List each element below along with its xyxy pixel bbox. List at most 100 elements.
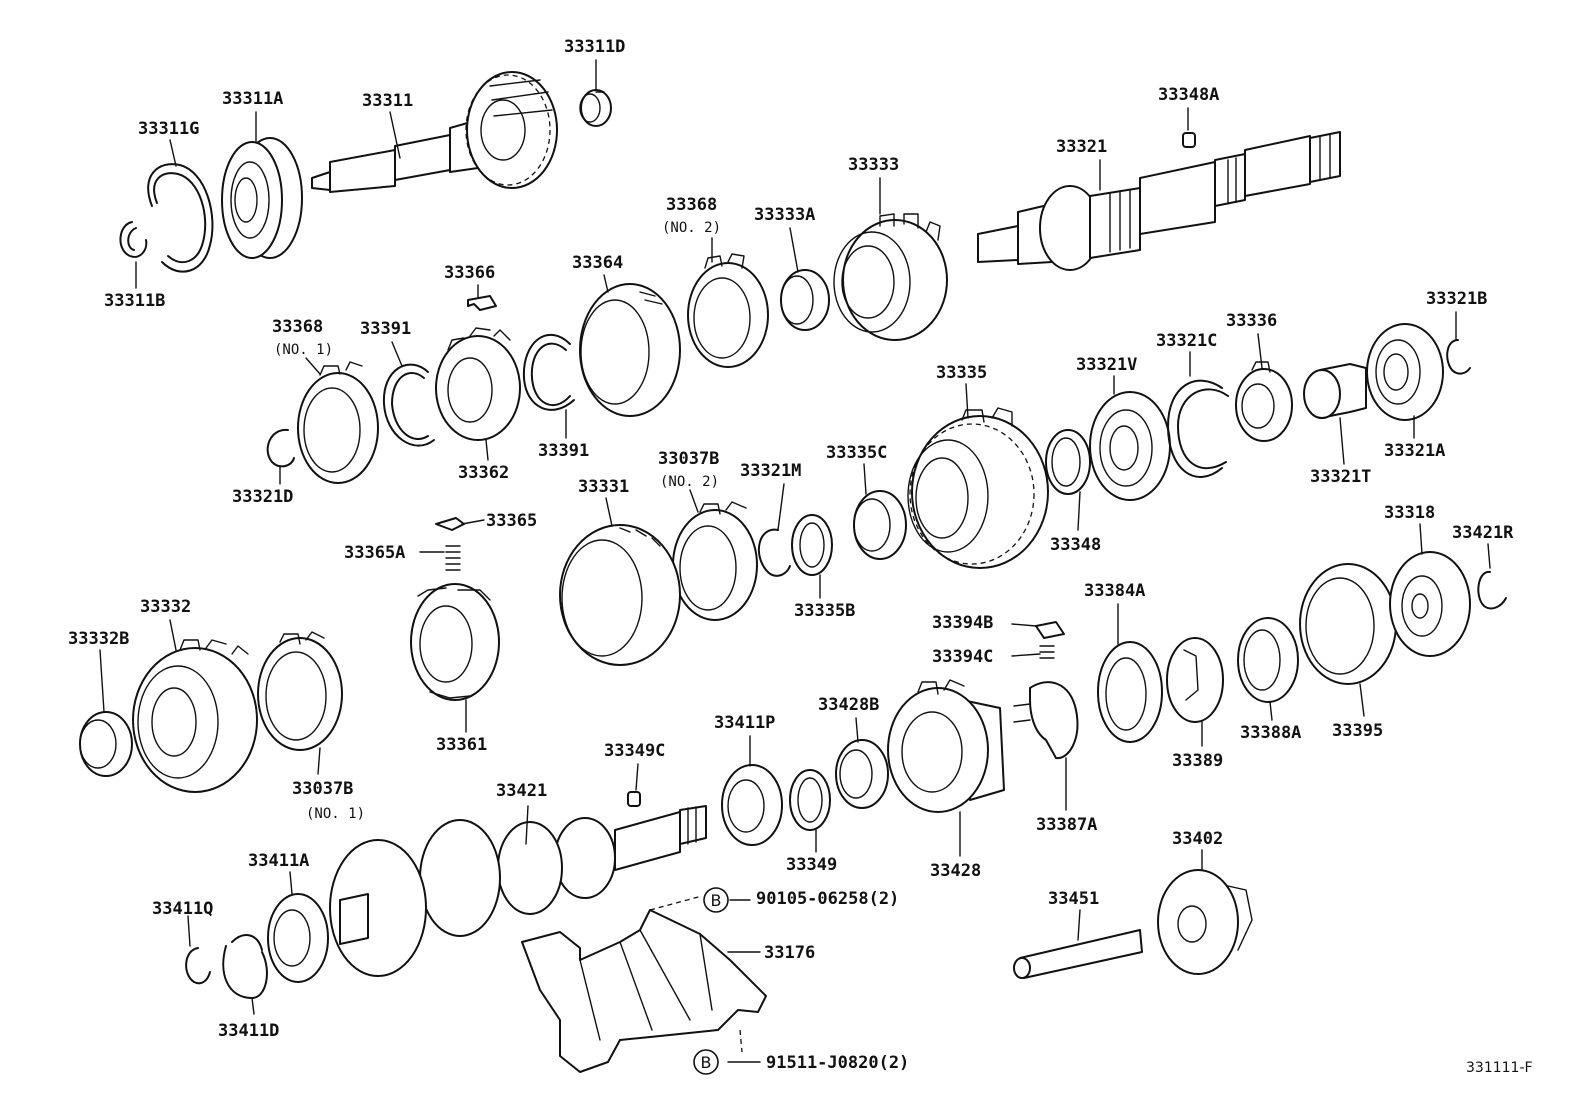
label-90105-06258: 90105-06258(2) (756, 889, 899, 909)
label-33333a: 33333A (754, 205, 815, 225)
part-33364-hub-sleeve (579, 283, 681, 417)
label-33318: 33318 (1384, 503, 1435, 523)
part-33321-output-shaft (977, 131, 1341, 271)
label-33421r: 33421R (1452, 523, 1514, 543)
label-33349c: 33349C (604, 741, 665, 761)
label-33332b: 33332B (68, 629, 129, 649)
part-33366-shifting-key (467, 295, 497, 311)
part-33311g-snap-ring (147, 163, 214, 273)
part-33335c-needle-bearing (853, 490, 907, 560)
label-33037b-no2-note: (NO. 2) (660, 474, 719, 490)
label-33395: 33395 (1332, 721, 1383, 741)
part-33411p-bearing (721, 764, 783, 846)
part-33321t-spacer (1303, 363, 1367, 419)
part-33391-snap-ring-a (382, 363, 435, 447)
label-33394c: 33394C (932, 647, 993, 667)
part-33389-ring (1166, 637, 1224, 723)
label-33321m: 33321M (740, 461, 801, 481)
label-33037b-no2: 33037B (658, 449, 719, 469)
label-33365a: 33365A (344, 543, 405, 563)
label-33321a: 33321A (1384, 441, 1445, 461)
part-33311b-circlip (119, 221, 148, 258)
label-33394b: 33394B (932, 613, 993, 633)
part-33411q-circlip (185, 947, 211, 985)
label-33176: 33176 (764, 943, 815, 963)
diagram-reference-code: 331111-F (1466, 1060, 1533, 1076)
label-33428b: 33428B (818, 695, 879, 715)
label-33364: 33364 (572, 253, 623, 273)
part-33411d-snap-ring (222, 934, 268, 999)
callout-b-bottom: B (693, 1049, 719, 1075)
part-33368-no2-synchro-ring (687, 253, 769, 368)
part-33348-washer (1045, 429, 1091, 495)
part-33037b-no2-synchro-ring (672, 501, 758, 621)
label-33311g: 33311G (138, 119, 199, 139)
label-33311d: 33311D (564, 37, 625, 57)
part-33411a-bearing (267, 893, 329, 983)
part-33321v-bearing (1089, 391, 1171, 501)
label-33348a: 33348A (1158, 85, 1219, 105)
label-33311: 33311 (362, 91, 413, 111)
part-33361-clutch-hub (410, 583, 500, 701)
part-33335b-washer (791, 514, 833, 576)
part-33349c-pin (627, 791, 641, 807)
part-33321a-bearing (1366, 323, 1444, 421)
part-33421r-circlip (1477, 571, 1507, 610)
label-33411d: 33411D (218, 1021, 279, 1041)
label-33361: 33361 (436, 735, 487, 755)
part-33421-counter-gear (329, 805, 707, 977)
part-33394c-spring (1039, 645, 1055, 659)
leader-lines (99, 59, 1491, 1063)
label-33333: 33333 (848, 155, 899, 175)
part-33332b-needle-bearing (79, 711, 133, 777)
part-33368-no1-synchro-ring (297, 361, 379, 484)
part-33428b-needle-bearing (835, 739, 889, 809)
label-33362: 33362 (458, 463, 509, 483)
part-33333-gear (833, 213, 948, 341)
label-33421: 33421 (496, 781, 547, 801)
part-33336-gear-collar (1235, 361, 1293, 442)
label-33335c: 33335C (826, 443, 887, 463)
label-33349: 33349 (786, 855, 837, 875)
callout-b-bottom-text: B (701, 1053, 712, 1072)
part-33335-gear (907, 407, 1049, 569)
label-33321: 33321 (1056, 137, 1107, 157)
label-33368-no2-note: (NO. 2) (662, 220, 721, 236)
label-33388a: 33388A (1240, 723, 1301, 743)
label-33366: 33366 (444, 263, 495, 283)
part-33387a-hub (1013, 681, 1079, 760)
part-33176-bracket (521, 895, 767, 1073)
label-33391-a: 33391 (360, 319, 411, 339)
part-labels: 33311D 33311A 33311 33311G 33311B 33348A… (68, 37, 1514, 1073)
label-91511-j0820: 91511-J0820(2) (766, 1053, 909, 1073)
part-33318-gear (1389, 551, 1471, 657)
label-33037b-no1: 33037B (292, 779, 353, 799)
part-33311d-needle-bearing (579, 89, 612, 127)
part-33451-idler-shaft (1013, 929, 1143, 979)
part-33311a-ball-bearing (221, 137, 303, 259)
label-33321b: 33321B (1426, 289, 1487, 309)
callout-b-top-text: B (711, 891, 722, 910)
label-33368-no2: 33368 (666, 195, 717, 215)
part-33362-clutch-hub (435, 327, 521, 441)
label-33321t: 33321T (1310, 467, 1371, 487)
part-33388a-sleeve (1237, 617, 1299, 703)
label-33321v: 33321V (1076, 355, 1137, 375)
label-33389: 33389 (1172, 751, 1223, 771)
part-33402-idler-gear (1157, 869, 1253, 975)
label-33311a: 33311A (222, 89, 283, 109)
label-33331: 33331 (578, 477, 629, 497)
label-33321c: 33321C (1156, 331, 1217, 351)
part-33349-washer (789, 769, 831, 831)
label-33368-no1: 33368 (272, 317, 323, 337)
part-33365a-spring (445, 545, 461, 571)
label-33411q: 33411Q (152, 899, 213, 919)
part-33428-gear (887, 679, 1005, 813)
label-33365: 33365 (486, 511, 537, 531)
part-33332-gear (132, 639, 258, 793)
label-33391-b: 33391 (538, 441, 589, 461)
label-33402: 33402 (1172, 829, 1223, 849)
label-33411a: 33411A (248, 851, 309, 871)
callout-b-top: B (703, 887, 729, 913)
